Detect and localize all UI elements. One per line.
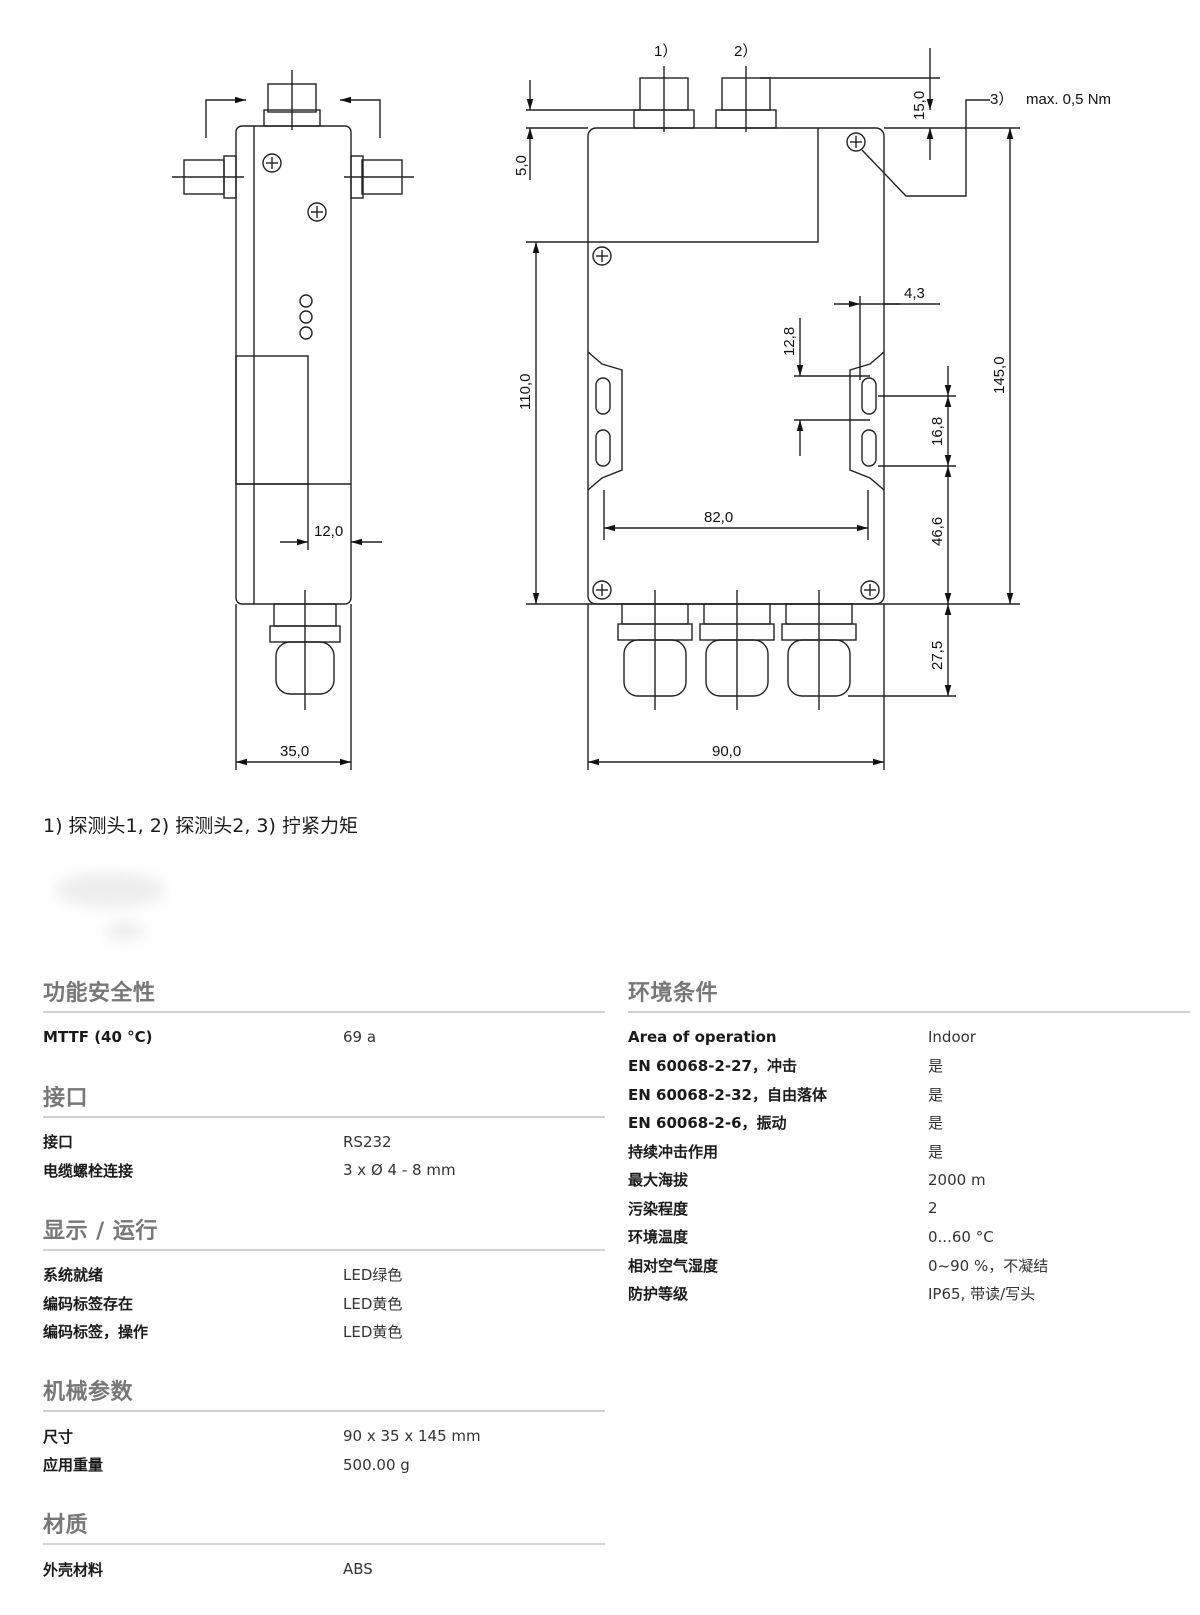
spec-label: 应用重量 bbox=[43, 1456, 104, 1475]
spec-row: 外壳材料 ABS bbox=[43, 1555, 605, 1584]
spec-value: 3 x Ø 4 - 8 mm bbox=[343, 1161, 456, 1180]
spec-value: 2 bbox=[928, 1199, 938, 1218]
dim-90-0: 90,0 bbox=[712, 743, 741, 760]
spec-row: 最大海拔 2000 m bbox=[628, 1166, 1190, 1195]
spec-value: LED黄色 bbox=[343, 1294, 403, 1313]
spec-value: LED绿色 bbox=[343, 1266, 403, 1285]
spec-row: 接口 RS232 bbox=[43, 1128, 605, 1157]
side-view-label-area bbox=[235, 355, 309, 485]
spec-label: 最大海拔 bbox=[628, 1171, 689, 1190]
spec-label: EN 60068-2-27，冲击 bbox=[628, 1057, 797, 1076]
dim-5-0: 5,0 bbox=[513, 155, 530, 176]
led-icon bbox=[299, 310, 313, 324]
spec-column-right: 环境条件 Area of operation Indoor EN 60068-2-27… bbox=[628, 975, 1190, 1336]
spec-label: 编码标签，操作 bbox=[43, 1323, 149, 1342]
spec-row: EN 60068-2-6，振动 是 bbox=[628, 1109, 1190, 1138]
dim-35-0: 35,0 bbox=[280, 743, 309, 760]
spec-section: 机械参数尺寸 90 x 35 x 145 mm 应用重量 500.00 g bbox=[43, 1374, 605, 1479]
torque-note: max. 0,5 Nm bbox=[1026, 91, 1111, 108]
spec-row: 持续冲击作用 是 bbox=[628, 1137, 1190, 1166]
spec-label: MTTF (40 °C) bbox=[43, 1028, 153, 1047]
spec-row: 尺寸 90 x 35 x 145 mm bbox=[43, 1422, 605, 1451]
spec-row: EN 60068-2-27，冲击 是 bbox=[628, 1052, 1190, 1081]
spec-value: 0...60 °C bbox=[928, 1227, 994, 1246]
spec-value: 90 x 35 x 145 mm bbox=[343, 1427, 481, 1446]
spec-value: 是 bbox=[928, 1142, 944, 1161]
spec-value: LED黄色 bbox=[343, 1323, 403, 1342]
dim-82-0: 82,0 bbox=[704, 509, 733, 526]
blurred-artifact bbox=[55, 872, 165, 908]
spec-value: ABS bbox=[343, 1560, 373, 1579]
spec-label: 尺寸 bbox=[43, 1427, 74, 1446]
spec-row: 电缆螺栓连接 3 x Ø 4 - 8 mm bbox=[43, 1156, 605, 1185]
dim-12-8: 12,8 bbox=[781, 327, 798, 356]
spec-value: 是 bbox=[928, 1085, 944, 1104]
section-title: 功能安全性 bbox=[43, 975, 605, 1013]
spec-label: Area of operation bbox=[628, 1028, 777, 1047]
dim-4-3: 4,3 bbox=[904, 285, 925, 302]
spec-label: 编码标签存在 bbox=[43, 1294, 134, 1313]
spec-row: 编码标签存在 LED黄色 bbox=[43, 1289, 605, 1318]
spec-label: EN 60068-2-6，振动 bbox=[628, 1114, 787, 1133]
dim-12-0: 12,0 bbox=[314, 523, 343, 540]
spec-row: 应用重量 500.00 g bbox=[43, 1451, 605, 1480]
spec-label: 接口 bbox=[43, 1133, 74, 1152]
spec-row: 环境温度 0...60 °C bbox=[628, 1223, 1190, 1252]
spec-row: 污染程度 2 bbox=[628, 1194, 1190, 1223]
section-title: 接口 bbox=[43, 1080, 605, 1118]
spec-row: 系统就绪 LED绿色 bbox=[43, 1261, 605, 1290]
spec-label: 系统就绪 bbox=[43, 1266, 104, 1285]
spec-section: 环境条件 Area of operation Indoor EN 60068-2-27… bbox=[628, 975, 1190, 1308]
spec-value: Indoor bbox=[928, 1028, 976, 1047]
section-title: 材质 bbox=[43, 1507, 605, 1545]
spec-label: 污染程度 bbox=[628, 1199, 689, 1218]
front-view-body bbox=[587, 127, 885, 605]
spec-value: 0~90 %，不凝结 bbox=[928, 1256, 1049, 1275]
callout-2: 2） bbox=[734, 43, 757, 60]
dim-145-0: 145,0 bbox=[991, 356, 1008, 394]
dim-27-5: 27,5 bbox=[929, 641, 946, 670]
spec-section: 功能安全性 MTTF (40 °C) 69 a bbox=[43, 975, 605, 1052]
spec-label: 持续冲击作用 bbox=[628, 1142, 719, 1161]
spec-value: RS232 bbox=[343, 1132, 392, 1151]
spec-label: 外壳材料 bbox=[43, 1560, 104, 1579]
callout-1: 1） bbox=[654, 43, 677, 60]
spec-label: EN 60068-2-32，自由落体 bbox=[628, 1085, 827, 1104]
dim-15-0: 15,0 bbox=[911, 91, 928, 120]
spec-label: 环境温度 bbox=[628, 1228, 689, 1247]
callout-3: 3） bbox=[990, 91, 1013, 108]
spec-label: 电缆螺栓连接 bbox=[43, 1161, 134, 1180]
spec-row: 相对空气湿度 0~90 %，不凝结 bbox=[628, 1251, 1190, 1280]
section-title: 显示 / 运行 bbox=[43, 1213, 605, 1251]
spec-value: 500.00 g bbox=[343, 1455, 410, 1474]
spec-value: 2000 m bbox=[928, 1170, 986, 1189]
blurred-artifact bbox=[105, 922, 145, 940]
led-icon bbox=[299, 326, 313, 340]
spec-label: 防护等级 bbox=[628, 1285, 689, 1304]
spec-row: MTTF (40 °C) 69 a bbox=[43, 1023, 605, 1052]
spec-row: Area of operation Indoor bbox=[628, 1023, 1190, 1052]
dim-46-6: 46,6 bbox=[929, 517, 946, 546]
drawing-caption: 1) 探测头1, 2) 探测头2, 3) 拧紧力矩 bbox=[43, 815, 358, 837]
led-icon bbox=[299, 294, 313, 308]
section-title: 机械参数 bbox=[43, 1374, 605, 1412]
spec-row: 编码标签，操作 LED黄色 bbox=[43, 1318, 605, 1347]
dim-16-8: 16,8 bbox=[929, 417, 946, 446]
spec-section: 材质外壳材料 ABS bbox=[43, 1507, 605, 1584]
spec-value: 是 bbox=[928, 1057, 944, 1076]
spec-value: IP65, 带读/写头 bbox=[928, 1285, 1036, 1304]
spec-row: 防护等级 IP65, 带读/写头 bbox=[628, 1280, 1190, 1309]
spec-value: 是 bbox=[928, 1114, 944, 1133]
spec-value: 69 a bbox=[343, 1028, 377, 1047]
spec-row: EN 60068-2-32，自由落体 是 bbox=[628, 1080, 1190, 1109]
dimension-drawing: 1） 2） 3） max. 0,5 Nm 15,0 5,0 110,0 145,… bbox=[172, 43, 1111, 770]
section-title: 环境条件 bbox=[628, 975, 1190, 1013]
dim-110-0: 110,0 bbox=[517, 374, 534, 410]
spec-label: 相对空气湿度 bbox=[628, 1256, 719, 1275]
